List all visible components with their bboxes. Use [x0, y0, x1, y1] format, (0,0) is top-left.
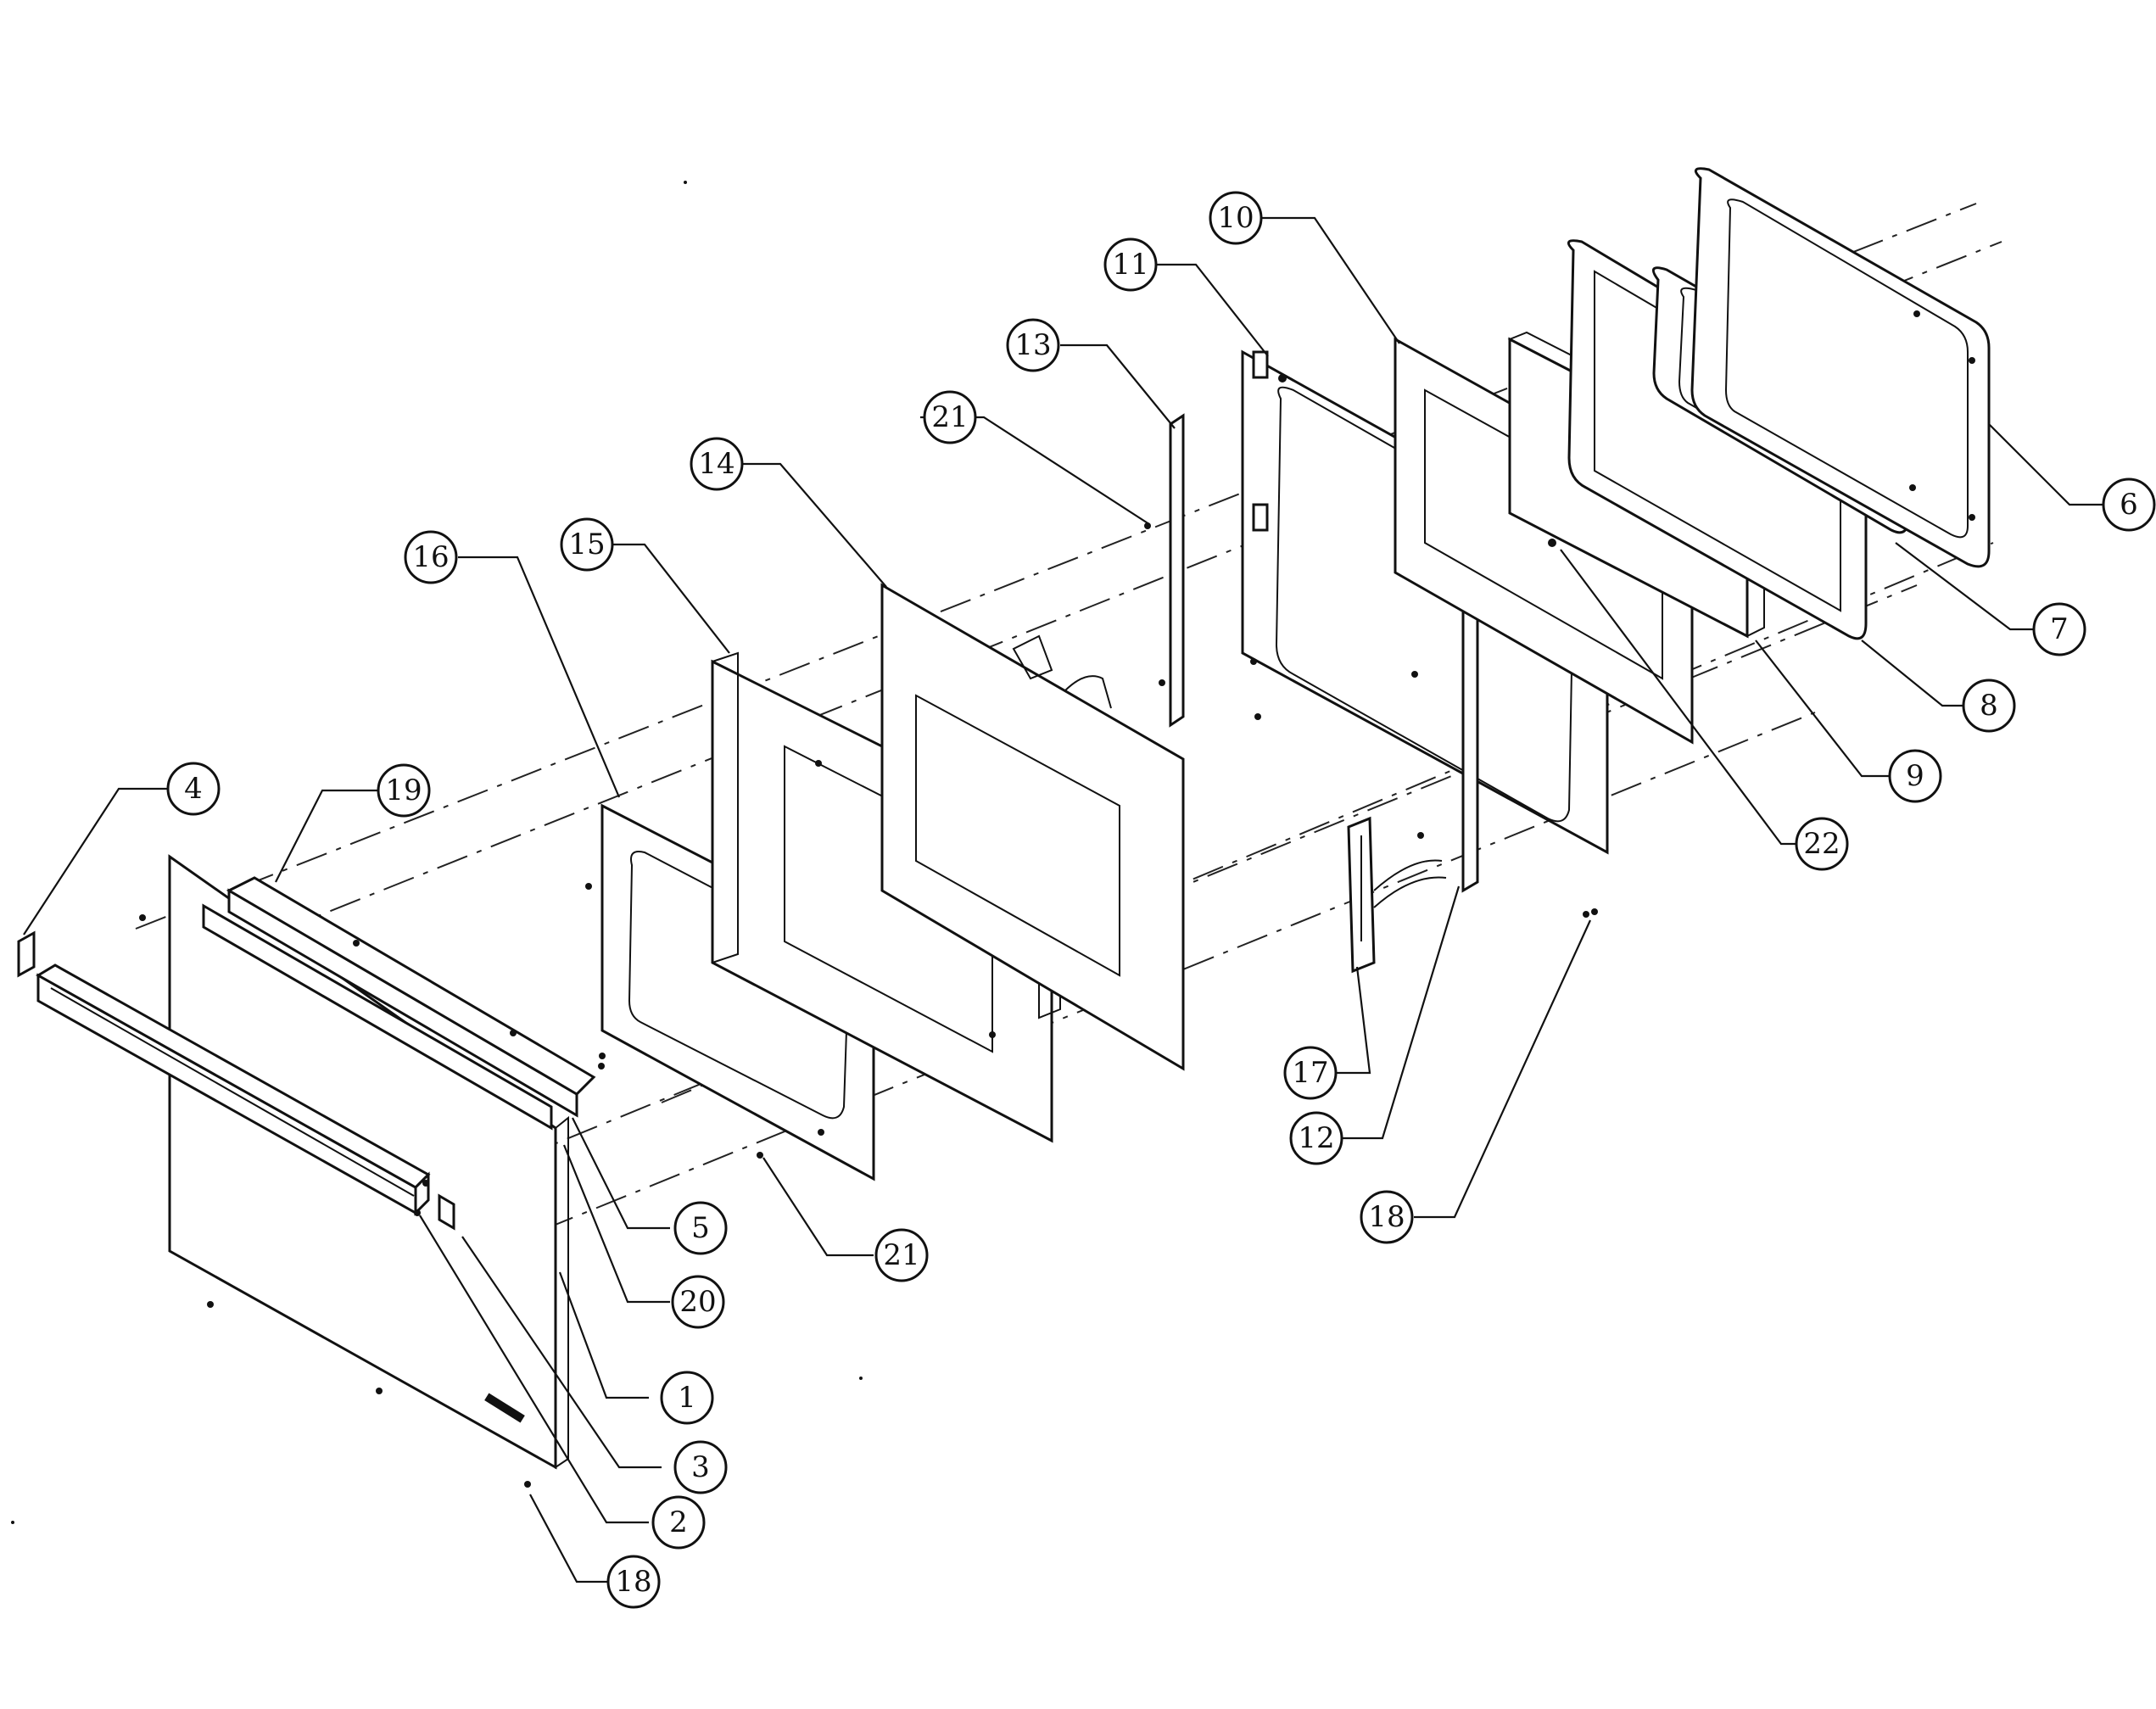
callout-4: 4	[166, 762, 221, 816]
callout-label: 12	[1298, 1121, 1334, 1155]
callout-label: 21	[883, 1238, 919, 1272]
callout-18-left: 18	[606, 1555, 661, 1609]
callout-18-right: 18	[1360, 1190, 1414, 1244]
callout-22: 22	[1795, 817, 1849, 871]
clip-and-screw	[414, 1180, 455, 1231]
callout-19: 19	[377, 763, 431, 818]
callout-15: 15	[560, 517, 614, 572]
callout-16: 16	[404, 530, 458, 584]
callout-label: 4	[184, 772, 203, 806]
callout-20: 20	[671, 1275, 725, 1329]
callout-label: 10	[1217, 201, 1254, 235]
callout-label: 6	[2120, 488, 2138, 522]
callout-label: 9	[1906, 759, 1924, 793]
top-trim	[139, 876, 596, 1131]
callout-11: 11	[1103, 237, 1158, 292]
callout-label: 8	[1980, 689, 1998, 723]
callout-label: 19	[385, 774, 422, 807]
callout-21-top: 21	[923, 390, 977, 444]
callout-12: 12	[1289, 1111, 1343, 1165]
callout-3: 3	[673, 1440, 728, 1494]
callout-label: 11	[1112, 248, 1148, 282]
callout-label: 18	[1368, 1200, 1405, 1234]
callout-label: 1	[678, 1381, 696, 1415]
callout-label: 21	[931, 400, 968, 434]
callout-6: 6	[2102, 478, 2156, 532]
callout-13: 13	[1006, 318, 1060, 372]
callout-label: 7	[2050, 612, 2069, 646]
callout-label: 2	[669, 1505, 688, 1539]
handle-rail	[36, 963, 431, 1216]
callout-label: 5	[691, 1211, 710, 1245]
hinge-bracket-left	[1144, 413, 1185, 728]
callout-label: 20	[679, 1285, 716, 1319]
loose-screws	[598, 539, 1589, 1159]
callout-label: 22	[1803, 827, 1840, 861]
callout-9: 9	[1888, 749, 1942, 803]
end-cap	[17, 930, 36, 978]
door-hinge	[1347, 816, 1447, 974]
callout-label: 13	[1014, 328, 1051, 362]
callout-8: 8	[1962, 679, 2016, 733]
inner-panel	[880, 583, 1185, 1071]
callout-5: 5	[673, 1201, 728, 1255]
callout-21-bottom: 21	[874, 1228, 929, 1282]
callout-label: 16	[412, 540, 449, 574]
callout-label: 18	[615, 1565, 651, 1599]
callout-14: 14	[690, 437, 744, 491]
callout-17: 17	[1283, 1046, 1338, 1100]
callout-7: 7	[2032, 602, 2086, 656]
callout-1: 1	[660, 1371, 714, 1425]
callout-2: 2	[651, 1495, 706, 1550]
outer-gasket	[1690, 167, 1991, 568]
callout-label: 14	[698, 447, 734, 481]
callout-label: 3	[691, 1450, 710, 1484]
callout-label: 15	[568, 528, 605, 561]
callout-10: 10	[1209, 191, 1263, 245]
callout-label: 17	[1292, 1056, 1328, 1090]
